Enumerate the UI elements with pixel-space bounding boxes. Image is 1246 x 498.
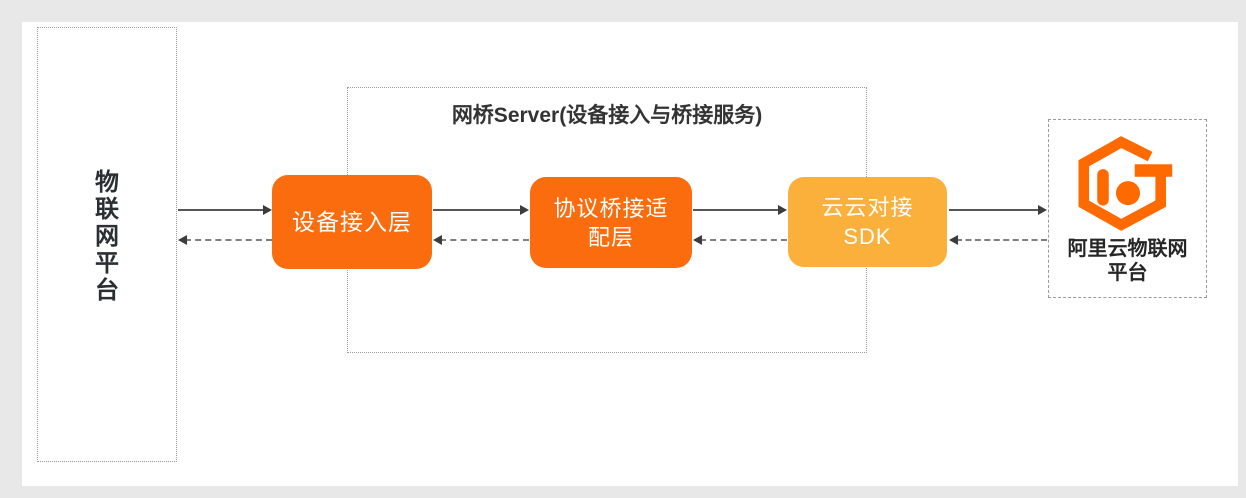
aliyun-iot-logo-icon [1077,136,1172,231]
arrowhead-left-icon [178,235,187,245]
arrowhead-left-icon [949,235,958,245]
arrow-line [949,209,1040,211]
aliyun-iot-panel: 阿里云物联网 平台 [1048,119,1207,298]
device-access-layer-box: 设备接入层 [272,175,432,269]
iot-platform-label: 物 联 网 平 台 [95,169,119,304]
arrow-line [185,239,272,241]
arrow-dashed-sdk-to-protocol [693,235,787,245]
arrowhead-left-icon [693,235,702,245]
arrow-solid-protocol-to-sdk [693,205,787,215]
arrow-line [956,239,1047,241]
protocol-bridge-adapter-label-line2: 配层 [587,224,634,250]
protocol-bridge-adapter-label-line1: 协议桥接适 [553,195,669,221]
device-access-layer-label: 设备接入层 [292,208,412,235]
arrow-dashed-aliyun-to-sdk [949,235,1047,245]
letter-i-bar [1096,169,1109,206]
arrow-line [693,209,780,211]
arrow-line [178,209,265,211]
letter-o-dot [1115,181,1140,206]
arrow-solid-iot-to-access [178,205,272,215]
hexagon-ring [1077,136,1166,231]
arrow-solid-sdk-to-aliyun [949,205,1047,215]
arrowhead-left-icon [433,235,442,245]
cloud-sdk-label-line1: 云云对接 [821,195,914,220]
protocol-bridge-adapter-box: 协议桥接适 配层 [530,177,692,268]
cloud-sdk-box: 云云对接 SDK [788,177,947,267]
cloud-sdk-label-line2: SDK [843,224,892,249]
arrowhead-right-icon [778,205,787,215]
aliyun-iot-label-line2: 平台 [1107,262,1148,284]
arrow-dashed-protocol-to-access [433,235,529,245]
bridge-server-title: 网桥Server(设备接入与桥接服务) [451,104,763,127]
aliyun-iot-label: 阿里云物联网 平台 [1068,237,1188,285]
iot-platform-panel: 物 联 网 平 台 [37,27,177,462]
diagram-card: 物 联 网 平 台 网桥Server(设备接入与桥接服务) 设备接入层 协议桥接… [22,22,1238,486]
arrow-line [700,239,787,241]
arrowhead-right-icon [520,205,529,215]
aliyun-iot-label-line1: 阿里云物联网 [1067,238,1188,260]
arrowhead-right-icon [1038,205,1047,215]
letter-t-bar [1134,164,1172,177]
arrowhead-right-icon [263,205,272,215]
arrow-line [440,239,529,241]
arrow-solid-access-to-protocol [433,205,529,215]
arrow-dashed-access-to-iot [178,235,272,245]
arrow-line [433,209,522,211]
